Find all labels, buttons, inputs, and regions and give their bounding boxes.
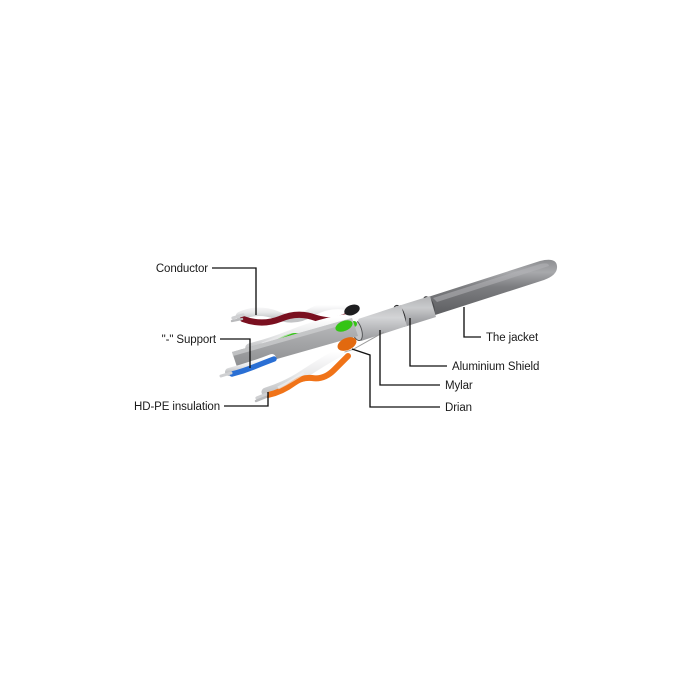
conductor-tip-orange-split [254,395,268,403]
conductor-tip-brown-split [230,317,244,323]
label-hdpe-insulation: HD-PE insulation [134,401,220,413]
label-conductor: Conductor [156,263,208,275]
label-mylar: Mylar [445,380,473,392]
aluminium-body [398,296,436,327]
conductor-tip-orange [255,392,269,400]
mylar-body [355,305,407,341]
leader-lines [212,267,481,408]
orange-pair-color-strand [265,353,351,398]
leader-aluminium-shield [409,318,447,367]
jacket-layer [422,259,558,317]
support-edge-highlight [232,318,353,356]
leader-the-jacket [463,307,481,338]
twisted-pair-blue [219,354,277,378]
leader-drian [351,348,440,408]
leader-support [220,338,251,368]
label-drian: Drian [445,402,472,414]
labels-left: Conductor "-" Support HD-PE insulation [134,263,220,413]
jacket-highlight [433,263,549,302]
orange-pair-sheen [277,371,305,390]
cable-assembly [219,259,558,403]
twisted-pair-orange [254,347,351,403]
conductor-tip-blue [219,371,233,378]
brown-pair-white-strand [235,300,353,323]
label-the-jacket: The jacket [486,332,539,344]
leader-hdpe-insulation [224,392,269,407]
labels-right: The jacket Aluminium Shield Mylar Drian [445,332,539,414]
leader-mylar [379,330,440,386]
green-strand-end [335,320,353,332]
label-support: "-" Support [162,334,217,346]
blue-pair-color-strand [229,356,277,377]
leader-conductor [212,267,257,315]
drain-wire [351,331,385,351]
label-aluminium-shield: Aluminium Shield [452,361,539,373]
orange-strand-end [337,337,357,351]
dark-strand-end [344,304,360,316]
conductor-tip-brown [231,313,245,320]
